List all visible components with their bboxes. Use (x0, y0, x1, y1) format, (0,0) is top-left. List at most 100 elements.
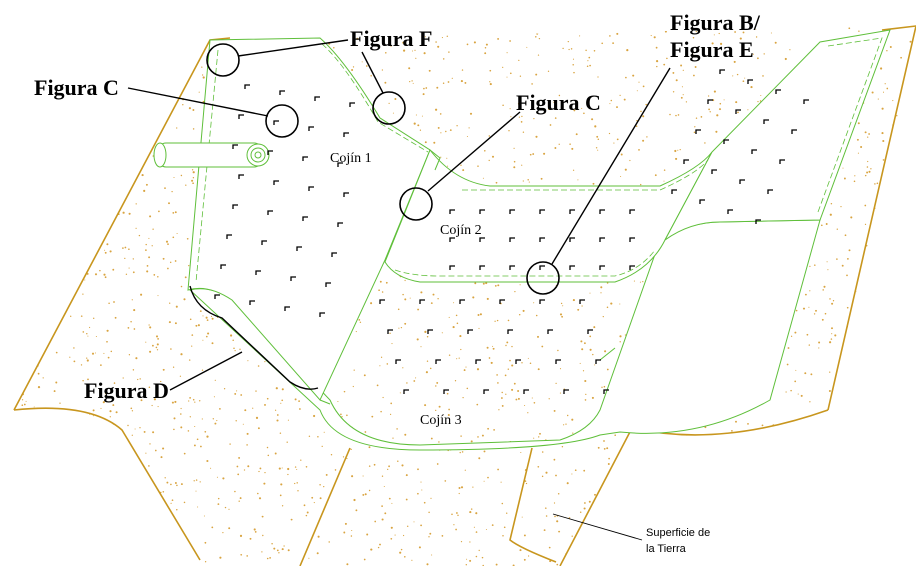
mat-roll-icon (153, 142, 270, 168)
soil-dot (723, 99, 725, 101)
soil-dot (525, 482, 528, 485)
soil-dot (120, 502, 123, 504)
soil-dot (122, 193, 125, 195)
soil-dot (488, 5, 490, 7)
soil-dot (172, 366, 175, 368)
soil-dot (109, 194, 111, 196)
soil-dot (130, 469, 133, 472)
soil-dot (892, 457, 894, 459)
soil-dot (37, 386, 41, 389)
soil-dot (905, 358, 908, 361)
label-figura-d: Figura D (84, 378, 169, 403)
soil-dot (3, 49, 5, 51)
soil-dot (733, 60, 736, 63)
soil-dot (440, 132, 442, 134)
soil-dot (883, 215, 885, 218)
soil-dot (710, 549, 712, 551)
soil-dot (195, 490, 197, 492)
soil-dot (738, 433, 740, 436)
soil-dot (891, 332, 894, 335)
soil-dot (9, 413, 10, 414)
soil-dot (442, 58, 445, 60)
soil-dot (593, 326, 596, 329)
soil-dot (890, 8, 892, 10)
soil-dot (814, 505, 816, 507)
soil-dot (192, 398, 195, 401)
label-figura-be-line1: Figura B/ (670, 10, 761, 35)
soil-dot (458, 357, 460, 359)
soil-dot (80, 561, 83, 564)
soil-dot (176, 232, 178, 235)
soil-dot (736, 73, 739, 76)
soil-dot (456, 322, 459, 325)
soil-dot (765, 561, 767, 564)
soil-dot (99, 524, 102, 526)
soil-dot (75, 38, 77, 40)
soil-dot (316, 552, 319, 555)
soil-dot (636, 14, 638, 16)
soil-dot (404, 298, 407, 301)
soil-dot (663, 63, 666, 66)
soil-dot (426, 360, 429, 362)
soil-dot (829, 213, 832, 216)
soil-dot (171, 190, 173, 193)
soil-dot (371, 415, 374, 418)
soil-dot (537, 335, 539, 338)
soil-dot (773, 456, 776, 459)
soil-dot (280, 483, 283, 486)
soil-dot (785, 391, 787, 393)
soil-dot (430, 497, 432, 499)
soil-dot (67, 2, 69, 4)
soil-dot (818, 347, 820, 349)
soil-dot (94, 487, 97, 489)
soil-dot (92, 433, 95, 436)
soil-dot (86, 414, 88, 416)
soil-dot (51, 144, 53, 147)
soil-dot (37, 434, 40, 437)
staple-icon (449, 265, 455, 270)
soil-dot (146, 265, 149, 267)
soil-dot (675, 114, 677, 117)
soil-dot (482, 282, 485, 285)
soil-dot (473, 526, 475, 528)
soil-dot (49, 269, 52, 272)
staple-icon (302, 216, 308, 221)
soil-dot (26, 243, 29, 246)
soil-dot (572, 169, 575, 171)
soil-dot (254, 531, 257, 533)
soil-dot (36, 11, 37, 12)
soil-dot (595, 147, 598, 149)
soil-dot (691, 8, 692, 9)
soil-dot (874, 183, 876, 185)
soil-dot (230, 334, 233, 337)
soil-dot (774, 41, 777, 44)
soil-dot (127, 535, 129, 538)
soil-dot (856, 290, 858, 293)
soil-dot (379, 365, 381, 367)
soil-dot (388, 465, 390, 468)
soil-dot (836, 258, 838, 260)
soil-dot (855, 480, 858, 483)
staple-icon (255, 270, 261, 275)
soil-dot (517, 102, 520, 105)
soil-dot (0, 332, 1, 333)
soil-dot (906, 372, 908, 374)
soil-dot (582, 370, 585, 372)
soil-dot (851, 359, 854, 362)
soil-dot (246, 444, 248, 446)
soil-dot (549, 124, 552, 126)
soil-dot (716, 464, 718, 466)
soil-dot (782, 508, 785, 510)
soil-dot (579, 362, 581, 364)
soil-dot (352, 385, 354, 388)
soil-dot (363, 374, 366, 377)
soil-dot (878, 290, 880, 292)
soil-dot (140, 109, 142, 112)
leader-figura-c-left (127, 87, 269, 117)
soil-dot (206, 319, 209, 321)
soil-dot (78, 549, 80, 551)
soil-dot (435, 409, 437, 412)
soil-dot (523, 558, 526, 561)
soil-dot (381, 69, 384, 71)
soil-dot (540, 177, 543, 180)
